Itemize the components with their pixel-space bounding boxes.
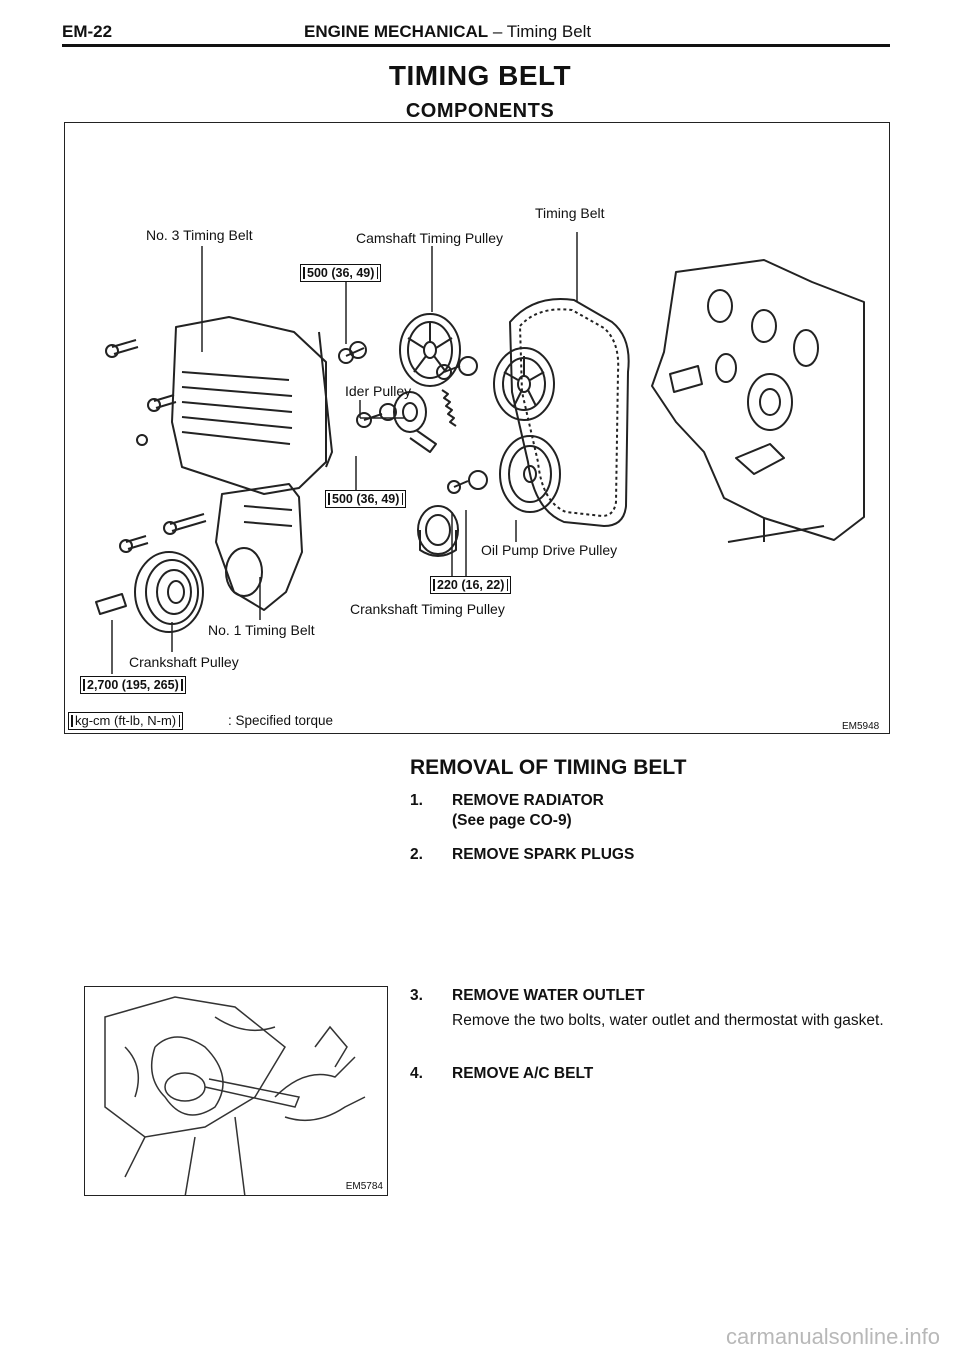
label-oil-pump-drive-pulley: Oil Pump Drive Pulley: [481, 542, 618, 558]
step-number: 4.: [410, 1065, 423, 1082]
label-idler-pulley: Ider Pulley: [345, 383, 412, 399]
belt-pulleys: [493, 347, 561, 513]
page-code: EM-22: [62, 22, 113, 41]
crankshaft-timing-pulley: [417, 505, 459, 557]
label-crankshaft-timing-pulley: Crankshaft Timing Pulley: [350, 601, 505, 617]
page-title: TIMING BELT: [388, 60, 572, 91]
watermark: carmanualsonline.info: [725, 1324, 940, 1349]
photo-figure-code: EM5784: [345, 1181, 383, 1192]
header-rule: [62, 44, 890, 47]
idler-pulley: [393, 391, 437, 453]
step-title: REMOVE SPARK PLUGS: [452, 846, 635, 863]
page-subtitle: COMPONENTS: [405, 100, 555, 122]
components-illustration: [95, 232, 865, 674]
running-header: ENGINE MECHANICAL – Timing Belt: [304, 22, 591, 42]
step-title: REMOVE A/C BELT: [452, 1065, 594, 1082]
label-timing-belt: Timing Belt: [535, 205, 605, 221]
step-number: 2.: [410, 846, 423, 863]
legend-text: : Specified torque: [228, 713, 334, 728]
figure-code: EM5948: [842, 721, 880, 732]
torque-idler-bolt: 500 (36, 49): [325, 490, 407, 508]
torque-crankshaft-bolt: 2,700 (195, 265): [80, 676, 186, 694]
label-no3-timing-belt: No. 3 Timing Belt: [146, 227, 253, 243]
torque-camshaft-bolt: 500 (36, 49): [300, 264, 382, 282]
step-number: 3.: [410, 987, 423, 1004]
step-number: 1.: [410, 792, 423, 809]
header-section: ENGINE MECHANICAL: [304, 22, 489, 41]
step-title: REMOVE WATER OUTLET: [452, 987, 645, 1004]
camshaft-timing-pulley: [399, 313, 461, 387]
removal-section-title: REMOVAL OF TIMING BELT: [410, 756, 687, 779]
no1-timing-cover: [215, 483, 303, 611]
label-camshaft-timing-pulley: Camshaft Timing Pulley: [356, 230, 504, 246]
engine-block: [651, 259, 865, 543]
components-figure: [64, 122, 890, 734]
water-outlet-drawing: [104, 996, 366, 1195]
crankshaft-pulley: [95, 551, 204, 633]
step-body: Remove the two bolts, water outlet and t…: [452, 1012, 884, 1029]
timing-belt: [509, 298, 630, 527]
step-title: REMOVE RADIATOR: [452, 792, 604, 809]
torque-oil-pump-bolt: 220 (16, 22): [430, 576, 512, 594]
legend-units: kg-cm (ft-lb, N-m): [68, 712, 184, 730]
idler-spring: [441, 389, 457, 427]
header-subsection: Timing Belt: [506, 22, 592, 41]
label-no1-timing-belt: No. 1 Timing Belt: [208, 622, 315, 638]
step-subtitle: (See page CO-9): [452, 812, 572, 829]
label-crankshaft-pulley: Crankshaft Pulley: [129, 654, 239, 670]
water-outlet-illustration: EM5784: [84, 986, 388, 1196]
no3-timing-cover: [171, 316, 333, 495]
header-separator: –: [488, 22, 507, 41]
leader-lines: [111, 232, 578, 674]
